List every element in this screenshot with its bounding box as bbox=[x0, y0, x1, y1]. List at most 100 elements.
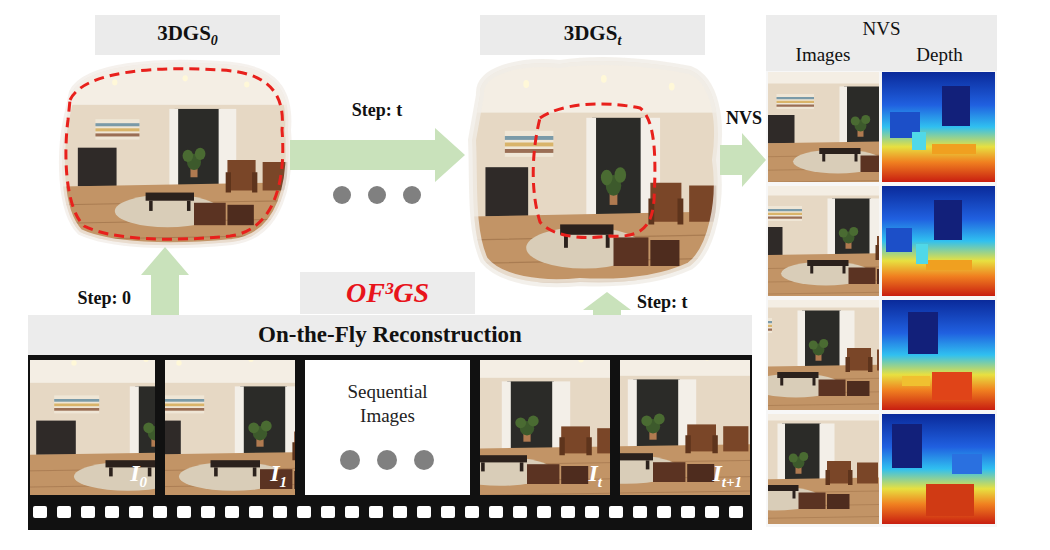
reconstruction-band: On-the-Fly ReconstructionI0I1Sequential … bbox=[28, 315, 752, 530]
scene-node: 3DGS0 bbox=[60, 15, 290, 247]
depth-maps-part-part bbox=[886, 228, 912, 252]
image-frame: I0 bbox=[30, 360, 155, 495]
heading-text: 3DGS0 bbox=[157, 21, 218, 49]
scene-render-part-part bbox=[468, 58, 720, 292]
scene-render bbox=[468, 58, 720, 292]
subscript-text: 1 bbox=[280, 474, 288, 490]
film-strip-part bbox=[414, 450, 434, 470]
depth-maps-part-part bbox=[882, 72, 995, 182]
scene-render bbox=[62, 62, 291, 246]
subscript-text: t+1 bbox=[722, 474, 742, 490]
arrow-label-box: Step: t bbox=[634, 291, 691, 313]
subscript-text: t bbox=[598, 474, 602, 490]
image-frame: I1 bbox=[165, 360, 295, 495]
header-cell: Depth bbox=[882, 44, 997, 66]
depth-maps-part-part bbox=[934, 200, 962, 240]
frame-label-text: I0 bbox=[130, 460, 147, 486]
scene-render-part bbox=[472, 61, 718, 283]
film-strip-part-part bbox=[392, 340, 626, 502]
sequence-caption: Sequential Images bbox=[329, 380, 447, 428]
scene-render-part bbox=[468, 58, 720, 292]
band-header: On-the-Fly Reconstruction bbox=[28, 315, 752, 355]
depth-maps-part bbox=[882, 72, 995, 182]
depth-maps-part bbox=[882, 414, 995, 524]
arrow-label: Step: t bbox=[352, 100, 403, 120]
film-strip-part bbox=[392, 340, 626, 502]
frame-label: It bbox=[588, 460, 602, 491]
progress-dots-part bbox=[333, 186, 351, 204]
depth-maps-part-part bbox=[926, 484, 974, 516]
progress-dots-part bbox=[403, 186, 421, 204]
scene-heading: 3DGSt bbox=[480, 15, 705, 55]
depth-maps-part-part bbox=[916, 244, 928, 264]
depth-maps-part-part bbox=[902, 376, 930, 386]
depth-maps bbox=[882, 72, 995, 524]
depth-maps-part-part bbox=[882, 186, 995, 296]
depth-maps-part-part bbox=[942, 86, 970, 126]
arrow-label-box: Step: 0 bbox=[75, 287, 135, 309]
subscript-text: 0 bbox=[211, 33, 218, 48]
depth-maps-part-part bbox=[882, 300, 995, 410]
frame-label: I0 bbox=[130, 460, 147, 491]
subscript-text: t bbox=[617, 33, 621, 48]
panel-heading: Images bbox=[796, 44, 851, 65]
depth-maps-part-part bbox=[932, 372, 972, 400]
scene-render-part-part bbox=[62, 62, 291, 246]
film-strip bbox=[20, 338, 752, 530]
main-text: I bbox=[130, 460, 139, 486]
depth-maps-part-part bbox=[908, 312, 938, 354]
panel-heading: Depth bbox=[916, 44, 962, 65]
heading-text: 3DGSt bbox=[564, 21, 622, 49]
header-cell: NVS bbox=[766, 18, 997, 40]
arrow-label: Step: 0 bbox=[78, 288, 132, 308]
flow-arrow bbox=[583, 292, 631, 315]
scene-render-part bbox=[62, 63, 289, 246]
scene-render-part bbox=[62, 62, 291, 246]
frame-label-text: It+1 bbox=[712, 460, 742, 486]
frame-label: It+1 bbox=[712, 460, 742, 491]
flow-arrow bbox=[141, 247, 189, 315]
depth-maps-part bbox=[882, 186, 995, 296]
film-strip-part-part bbox=[518, 338, 752, 500]
depth-maps-part-part bbox=[932, 144, 976, 154]
depth-maps-part bbox=[882, 300, 995, 410]
image-frame: It bbox=[480, 360, 610, 495]
scene-render-part bbox=[533, 104, 655, 238]
header-cell: Images bbox=[766, 44, 880, 66]
nvs-panel: NVS Images Depth bbox=[766, 15, 997, 527]
image-frame: It+1 bbox=[620, 360, 750, 495]
main-text: I bbox=[712, 460, 721, 486]
method-tag: OF³GS bbox=[300, 272, 475, 314]
depth-maps-part-part bbox=[952, 454, 982, 474]
arrow-label: NVS bbox=[726, 108, 762, 128]
flow-arrow bbox=[290, 128, 465, 182]
progress-dots-part bbox=[368, 186, 386, 204]
main-text: 3DGS bbox=[157, 21, 211, 45]
sequence-text: Sequential Images bbox=[305, 380, 470, 428]
depth-maps-part-part bbox=[912, 132, 926, 150]
film-strip-part bbox=[377, 450, 397, 470]
panel-heading: NVS bbox=[862, 18, 900, 39]
film-strip-part bbox=[518, 338, 752, 500]
arrow-label: Step: t bbox=[637, 292, 688, 312]
film-strip-part bbox=[305, 360, 470, 495]
frame-label-text: It bbox=[588, 460, 602, 486]
scene-render-part bbox=[66, 69, 283, 239]
film-strip-part bbox=[28, 506, 752, 518]
subscript-text: 0 bbox=[140, 474, 148, 490]
film-strip-part bbox=[340, 450, 360, 470]
panel-header: NVS Images Depth bbox=[766, 15, 997, 71]
arrow-label-box: NVS bbox=[723, 107, 765, 129]
arrow-label-box: Step: t bbox=[349, 99, 406, 121]
frame-label-text: I1 bbox=[270, 460, 287, 486]
main-text: 3DGS bbox=[564, 21, 618, 45]
scene-node: 3DGSt bbox=[465, 15, 720, 292]
flow-arrow bbox=[720, 133, 766, 187]
band-title: On-the-Fly Reconstruction bbox=[258, 322, 522, 348]
sequence-frame: Sequential Images bbox=[305, 360, 470, 495]
progress-dots bbox=[333, 186, 421, 204]
depth-maps-part-part bbox=[882, 414, 995, 524]
scene-heading: 3DGS0 bbox=[95, 15, 280, 55]
depth-maps-part-part bbox=[892, 424, 922, 468]
